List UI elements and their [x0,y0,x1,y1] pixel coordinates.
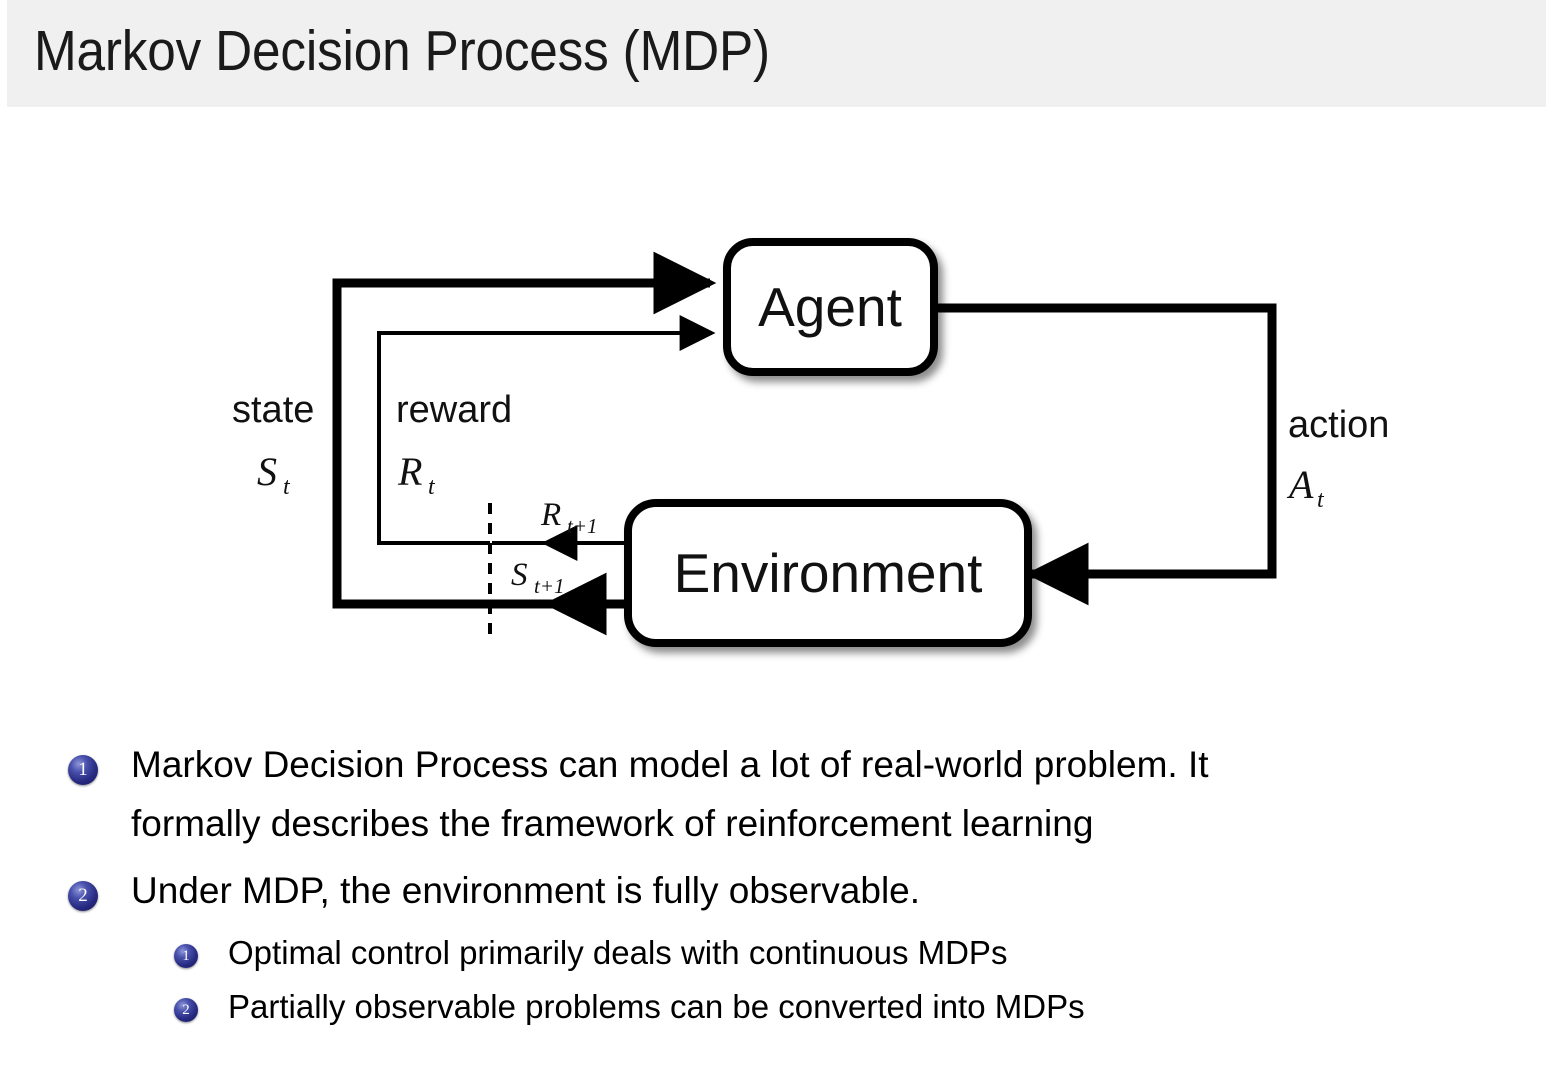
sub-bullet-item-1: Optimal control primarily deals with con… [228,934,1008,971]
action-label-word: action [1288,404,1389,446]
state-feedback-path [332,251,717,609]
mdp-diagram: Agent Environment state S t reward R t a… [0,130,1546,690]
state-label-subscript: t [283,474,291,500]
bullet-item-1-line-1: Markov Decision Process can model a lot … [131,744,1209,785]
next-state-label-subscript: t+1 [534,574,565,598]
bullet-item-2: Under MDP, the environment is fully obse… [131,861,1499,920]
bullet-item-1-line-2: formally describes the framework of rein… [131,803,1094,844]
action-label: action A t [1286,404,1389,513]
next-reward-label-subscript: t+1 [567,514,598,538]
next-reward-label: R t+1 [540,497,598,538]
sub-bullet-marker-1: 1 [174,944,198,968]
reward-label: reward R t [396,389,512,500]
action-label-symbol: A [1286,462,1314,507]
reward-label-word: reward [396,389,512,431]
bullet-marker-2: 2 [68,881,98,911]
bullet-item-1: Markov Decision Process can model a lot … [131,735,1499,853]
reward-label-symbol: R [397,449,422,494]
next-state-label-symbol: S [511,557,528,593]
action-path [933,303,1277,606]
reward-feedback-path [377,315,716,545]
bullet-marker-1: 1 [68,755,98,785]
action-label-subscript: t [1317,487,1325,513]
slide-header-bar: Markov Decision Process (MDP) [0,0,1546,107]
next-reward-label-symbol: R [540,497,561,533]
state-label: state S t [232,389,314,500]
mdp-diagram-svg: Agent Environment state S t reward R t a… [232,238,1389,647]
environment-box: Environment [624,499,1032,647]
next-state-label: S t+1 [511,557,565,598]
sub-bullet-item-2: Partially observable problems can be con… [228,988,1085,1025]
agent-box: Agent [723,238,938,376]
reward-label-subscript: t [428,474,436,500]
bullet-item-2-line-1: Under MDP, the environment is fully obse… [131,870,921,911]
environment-box-label: Environment [674,542,983,604]
sub-bullet-marker-2: 2 [174,998,198,1022]
page-title: Markov Decision Process (MDP) [34,19,770,83]
agent-box-label: Agent [758,276,902,338]
state-label-word: state [232,389,314,431]
state-label-symbol: S [257,449,277,494]
bullet-list: 1 Markov Decision Process can model a lo… [0,735,1546,1065]
